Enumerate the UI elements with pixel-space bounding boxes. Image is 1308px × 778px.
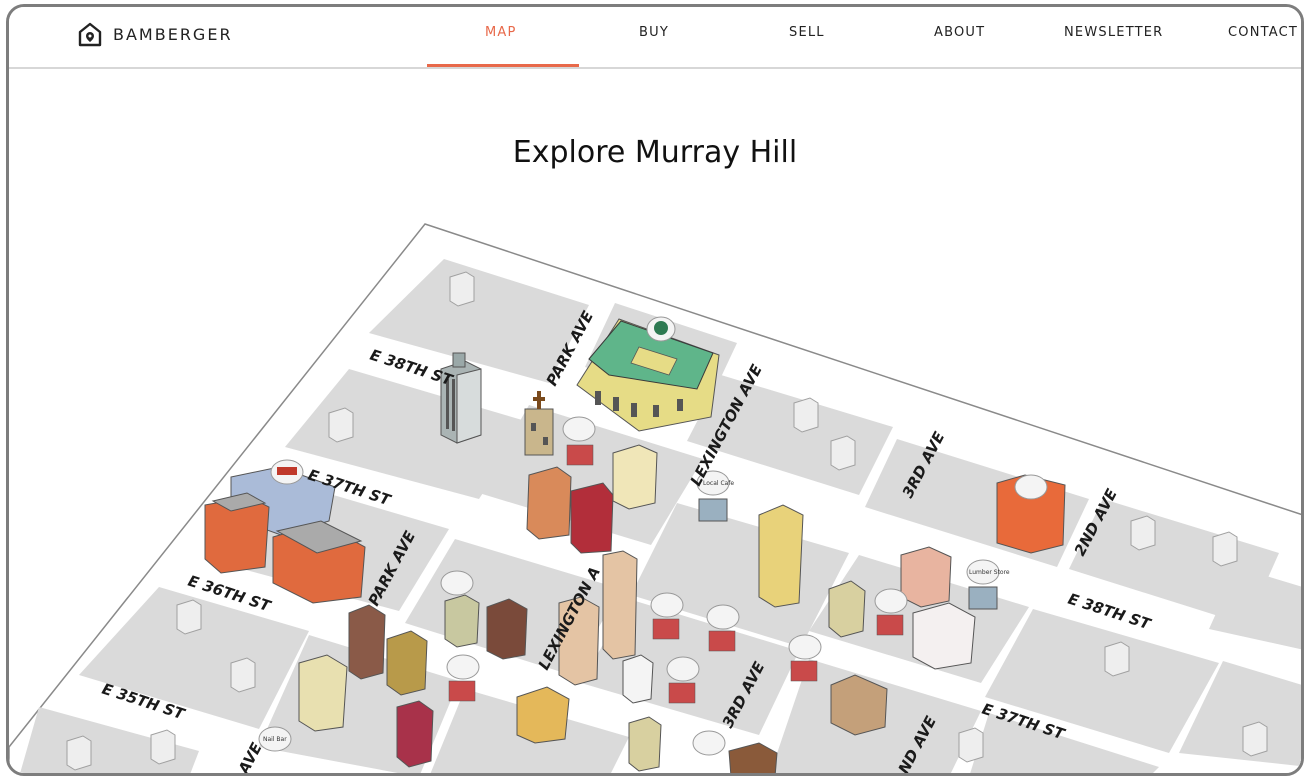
nav-newsletter[interactable]: NEWSLETTER — [1064, 25, 1164, 40]
mid-buildings[interactable] — [298, 444, 1066, 773]
house-pin-icon — [78, 22, 102, 47]
pin-label-local-cafe: Local Cafe — [703, 480, 734, 487]
brick-buildings-left[interactable] — [204, 492, 366, 604]
terminal-building[interactable] — [576, 316, 720, 432]
nav-sell[interactable]: SELL — [789, 25, 825, 40]
nav-map[interactable]: MAP — [485, 25, 517, 40]
tower-building[interactable] — [440, 352, 482, 444]
active-tab-indicator — [427, 64, 579, 67]
shop-pins[interactable]: Local Cafe Lumber Store Nail Bar — [258, 416, 1048, 756]
placeholder-buildings — [66, 271, 1268, 771]
church-building[interactable] — [524, 391, 554, 456]
shop-awnings — [448, 444, 904, 704]
local-cafe-pin[interactable]: Local Cafe — [696, 470, 734, 522]
nav-buy[interactable]: BUY — [639, 25, 669, 40]
nav-about[interactable]: ABOUT — [934, 25, 986, 40]
nav-contact[interactable]: CONTACT — [1228, 25, 1299, 40]
pin-label-nail: Nail Bar — [263, 736, 287, 743]
brand-logo[interactable]: BAMBERGER — [77, 21, 233, 47]
main-nav: MAP BUY SELL ABOUT NEWSLETTER CONTACT — [9, 7, 1301, 67]
top-navigation-bar: BAMBERGER MAP BUY SELL ABOUT NEWSLETTER … — [9, 7, 1301, 69]
brand-name: BAMBERGER — [113, 24, 233, 44]
other-pins — [440, 416, 1048, 756]
neighborhood-map[interactable]: Local Cafe Lumber Store Nail Bar — [9, 7, 1301, 773]
browser-frame: BAMBERGER MAP BUY SELL ABOUT NEWSLETTER … — [6, 4, 1304, 776]
page-title: Explore Murray Hill — [512, 135, 798, 170]
nail-pin[interactable]: Nail Bar — [258, 726, 292, 752]
lumber-pin[interactable]: Lumber Store — [966, 559, 1010, 610]
pin-label-lumber: Lumber Store — [969, 569, 1010, 576]
